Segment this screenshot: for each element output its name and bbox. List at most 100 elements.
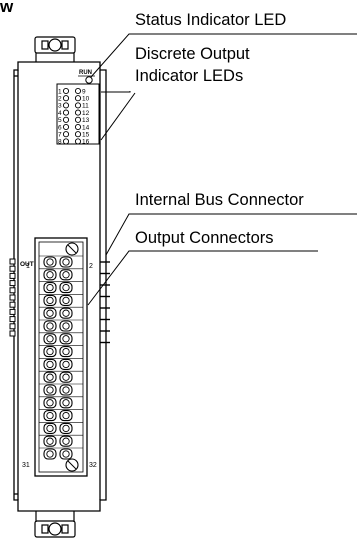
internal-bus-connector <box>100 261 110 344</box>
led-leader-bottom <box>100 92 136 141</box>
terminal-screw-icon <box>46 411 54 420</box>
terminal-screw-icon <box>46 258 54 266</box>
led-number-9: 9 <box>82 88 86 95</box>
terminal-31-label: 31 <box>22 462 30 469</box>
led-number-5: 5 <box>58 117 62 124</box>
connector-housing <box>34 237 88 477</box>
leader-lines <box>87 33 357 306</box>
led-number-11: 11 <box>82 103 89 110</box>
terminal-screw-icon <box>62 373 70 381</box>
connector-inner <box>38 241 84 473</box>
title-fragment: w <box>0 0 14 16</box>
top-mounting-clip <box>34 36 76 62</box>
led-leader-top <box>101 91 131 93</box>
terminal-screw-icon <box>62 258 70 266</box>
callout-status-led: Status Indicator LED <box>135 11 286 29</box>
run-label: RUN <box>79 70 92 76</box>
terminal-screw-icon <box>46 424 54 433</box>
terminal-2-label: 2 <box>89 263 93 270</box>
terminal-screw-icon <box>62 450 70 458</box>
callout-output-connectors: Output Connectors <box>135 229 274 247</box>
side-indicator-mark <box>9 287 16 294</box>
led-13-icon <box>74 116 82 123</box>
led-1-icon <box>62 87 70 95</box>
led-number-3: 3 <box>58 103 62 110</box>
terminal-screw-icon <box>46 347 54 356</box>
terminal-screw-icon <box>46 437 54 445</box>
led-12-icon <box>74 109 82 116</box>
terminal-screw-icon <box>46 271 54 279</box>
terminal-screw-icon <box>46 360 54 369</box>
out-label: OUT <box>20 261 34 268</box>
terminal-screw-icon <box>62 347 70 356</box>
led-number-16: 16 <box>82 139 90 146</box>
status-led-leader <box>90 33 357 78</box>
terminal-screw-icon <box>46 309 54 317</box>
terminal-screw-icon <box>46 373 54 381</box>
terminal-screw-icon <box>46 335 54 343</box>
terminal-1-label: 1 <box>26 263 30 270</box>
led-7-icon <box>62 131 70 138</box>
terminal-screw-icon <box>62 335 70 343</box>
led-number-1: 1 <box>58 88 62 95</box>
led-2-icon <box>62 95 70 102</box>
led-11-icon <box>74 102 82 109</box>
side-indicator-mark <box>9 280 16 287</box>
side-indicator-mark <box>9 316 16 323</box>
side-indicator-mark <box>9 308 16 315</box>
terminal-screw-icon <box>62 296 70 305</box>
terminal-screw-icon <box>62 437 70 445</box>
led-8-icon <box>62 138 70 145</box>
led-number-12: 12 <box>82 110 90 117</box>
led-16-icon <box>74 138 82 145</box>
led-number-6: 6 <box>58 124 62 131</box>
terminal-screw-icon <box>46 386 54 394</box>
terminal-screw-icon <box>46 322 54 330</box>
terminal-screw-icon <box>62 360 70 369</box>
side-indicator-mark <box>9 258 16 265</box>
led-number-7: 7 <box>58 132 62 139</box>
terminal-screw-icon <box>62 309 70 317</box>
led-10-icon <box>74 95 82 102</box>
side-indicator-mark <box>9 301 16 308</box>
terminal-screw-icon <box>62 399 70 407</box>
terminal-screw-icon <box>46 399 54 407</box>
side-indicator-mark <box>9 330 16 337</box>
terminal-screw-icon <box>46 283 54 292</box>
bus-connector-leader <box>105 213 357 256</box>
callout-discrete-leds-line2: Indicator LEDs <box>135 67 243 85</box>
terminal-screw-icon <box>62 271 70 279</box>
left-indicator-column <box>9 258 16 337</box>
led-number-2: 2 <box>58 96 62 103</box>
led-number-13: 13 <box>82 117 90 124</box>
led-4-icon <box>62 109 70 116</box>
side-indicator-mark <box>9 294 16 301</box>
led-number-14: 14 <box>82 124 90 131</box>
led-number-15: 15 <box>82 132 90 139</box>
led-5-icon <box>62 116 70 123</box>
output-connector-block <box>34 237 88 477</box>
output-connectors-leader <box>87 250 318 306</box>
led-14-icon <box>74 123 82 131</box>
terminal-screw-icon <box>62 424 70 433</box>
bottom-mounting-clip <box>34 511 76 538</box>
callout-discrete-leds-line1: Discrete Output <box>135 45 250 63</box>
led-number-4: 4 <box>58 110 62 117</box>
led-6-icon <box>62 123 70 131</box>
callout-bus-connector: Internal Bus Connector <box>135 191 304 209</box>
terminal-screw-icon <box>62 386 70 394</box>
side-indicator-mark <box>9 272 16 279</box>
led-9-icon <box>74 87 82 95</box>
terminal-screw-icon <box>46 296 54 305</box>
led-rows: 1 9 2 10 3 11 4 12 5 13 6 14 7 15 8 16 <box>58 87 90 146</box>
led-number-8: 8 <box>58 139 62 146</box>
terminal-screw-icon <box>62 322 70 330</box>
run-led <box>85 76 93 84</box>
terminal-screw-icon <box>62 411 70 420</box>
side-indicator-mark <box>9 265 16 272</box>
led-number-10: 10 <box>82 96 90 103</box>
terminal-screw-icon <box>62 283 70 292</box>
terminal-32-label: 32 <box>89 462 97 469</box>
